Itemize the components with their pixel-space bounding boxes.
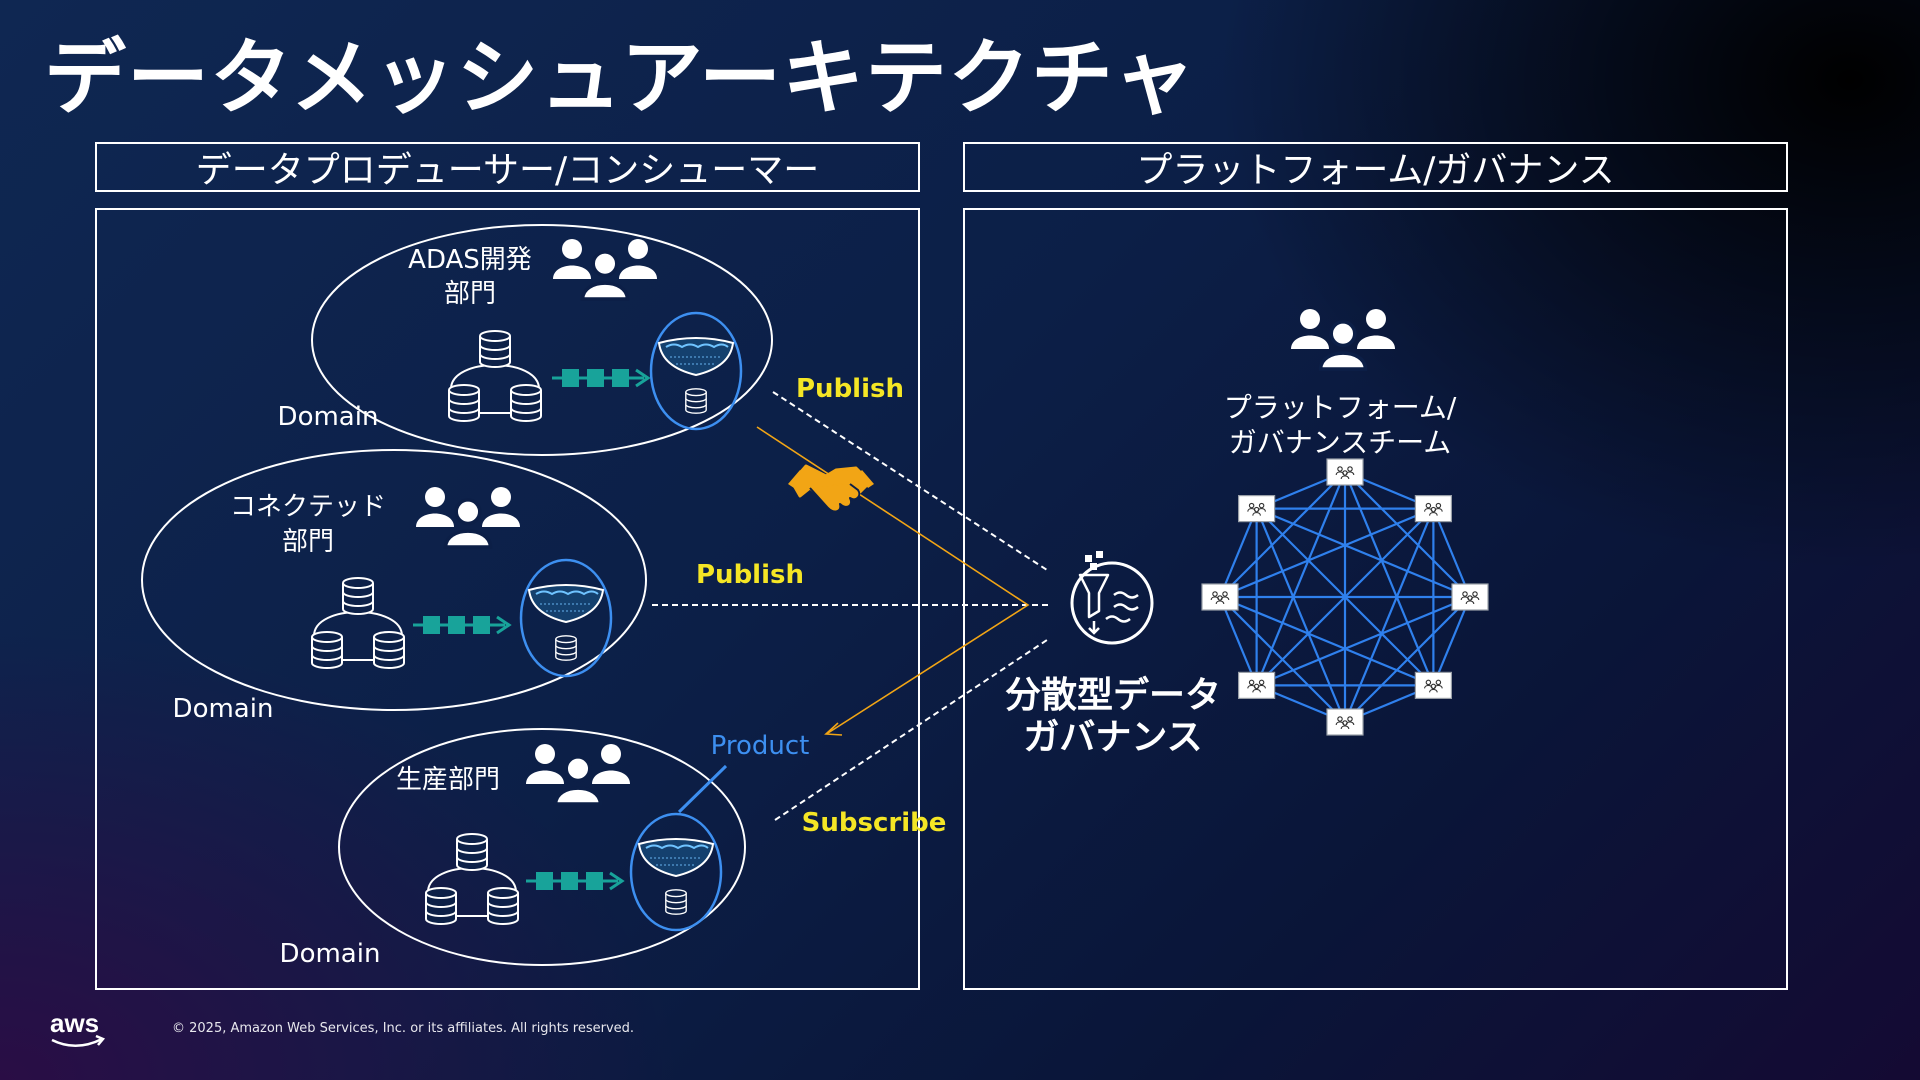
domain-connected-label: Domain [173, 694, 274, 724]
team-node-icon [1415, 672, 1451, 698]
data-lake-icon [651, 313, 741, 429]
domain-production-name: 生産部門 [396, 765, 500, 795]
platform-governance-header: プラットフォーム/ガバナンス [963, 142, 1788, 192]
team-node-icon [1327, 709, 1363, 735]
mesh-link [1256, 507, 1471, 599]
data-lake-icon [631, 814, 721, 930]
team-node-icon [1239, 496, 1275, 522]
data-sharing-arrowhead [824, 722, 843, 736]
people-group-icon [526, 744, 630, 804]
team-node-icon [1202, 584, 1238, 610]
domain-production-label: Domain [280, 939, 381, 969]
domain-adas-ellipse [311, 224, 773, 456]
team-node-icon [1452, 584, 1488, 610]
governance-funnel-icon [1070, 551, 1154, 645]
domain-adas-name-line2: 部門 [444, 279, 496, 309]
aws-logo-text: aws [50, 1008, 99, 1038]
product-label: Product [711, 731, 810, 761]
people-group-icon [553, 239, 657, 299]
domain-connected-ellipse [141, 449, 647, 711]
governance-title-line1: 分散型データ [1005, 674, 1221, 716]
database-cluster-icon [426, 834, 518, 924]
mesh-link [1432, 508, 1472, 598]
data-pipeline-icon [524, 870, 624, 892]
domain-adas-name-line1: ADAS開発 [408, 245, 532, 275]
publish-label-2: Publish [696, 560, 804, 590]
mesh-link [1255, 507, 1435, 687]
mesh-link [1218, 508, 1258, 598]
mesh-link [1255, 508, 1347, 723]
data-pipeline-icon [550, 367, 650, 389]
producer-consumer-header: データプロデューサー/コンシューマー [95, 142, 920, 192]
governance-title-line2: ガバナンス [1023, 717, 1202, 758]
domain-connected: コネクテッド 部門 Domain [141, 449, 647, 724]
people-group-icon [416, 487, 520, 547]
aws-logo: aws [50, 1008, 106, 1047]
data-lake-icon [521, 560, 611, 676]
domain-production-ellipse [338, 728, 746, 966]
platform-governance-panel [963, 208, 1788, 990]
mesh-link [1432, 596, 1472, 686]
page-title: データメッシュアーキテクチャ [44, 31, 1197, 126]
handshake-icon [788, 464, 874, 513]
platform-team-line2: ガバナンスチーム [1229, 426, 1452, 459]
publish-label-1: Publish [796, 374, 904, 404]
subscribe-flow-line [774, 639, 1048, 821]
team-node-icon [1239, 672, 1275, 698]
product-callout-line [677, 764, 728, 814]
database-cluster-icon [449, 331, 541, 421]
producer-consumer-panel [95, 208, 920, 990]
publish-flow-line-1 [772, 391, 1048, 571]
team-node-icon [1327, 459, 1363, 485]
mesh-link [1218, 596, 1258, 686]
mesh-link [1219, 596, 1346, 723]
domain-connected-name-line1: コネクテッド [230, 492, 386, 522]
copyright: © 2025, Amazon Web Services, Inc. or its… [172, 1021, 635, 1036]
team-node-icon [1415, 496, 1451, 522]
platform-team-line1: プラットフォーム/ [1224, 391, 1457, 424]
aws-smile-icon [51, 1037, 103, 1047]
domain-production: 生産部門 Domain [280, 728, 746, 969]
domain-adas-label: Domain [278, 402, 379, 432]
people-group-icon [1291, 309, 1395, 369]
database-cluster-icon [312, 578, 404, 668]
aws-arrow-icon [95, 1034, 106, 1046]
subscribe-label: Subscribe [802, 808, 947, 838]
domain-adas: ADAS開発 部門 Domain [278, 224, 773, 456]
domain-connected-name-line2: 部門 [282, 527, 334, 557]
data-pipeline-icon [411, 614, 511, 636]
